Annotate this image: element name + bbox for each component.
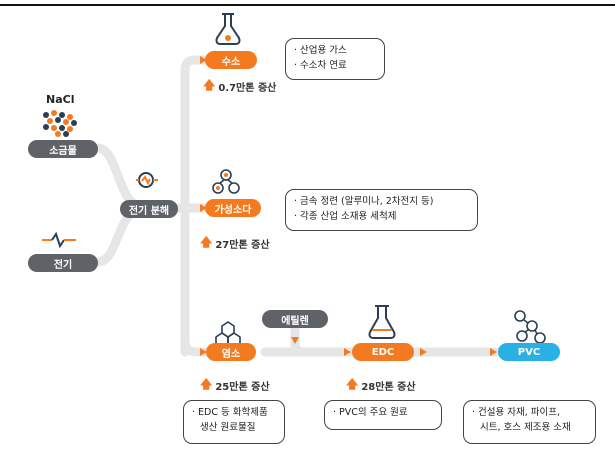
chlorine-increase: 🡅25만톤 증산 bbox=[200, 375, 270, 396]
up-arrow-icon: 🡅 bbox=[200, 235, 213, 249]
arrow-from-edc bbox=[420, 348, 427, 356]
flow-salt-to-electrolysis bbox=[93, 143, 145, 210]
pvc-pill: PVC bbox=[498, 343, 560, 361]
arrow-to-edc bbox=[344, 348, 351, 356]
up-arrow-icon: 🡅 bbox=[346, 377, 359, 391]
arrow-ethylene bbox=[291, 337, 299, 344]
hydrogen-uses-note: · 산업용 가스 · 수소차 연료 bbox=[285, 38, 385, 80]
edc-uses-note: · PVC의 주요 원료 bbox=[324, 400, 442, 430]
molecule-icon-caustic bbox=[212, 169, 240, 194]
electricity-pill: 전기 bbox=[28, 254, 98, 272]
edc-use-1: · PVC의 주요 원료 bbox=[333, 407, 408, 418]
ethylene-pill: 에틸렌 bbox=[262, 310, 328, 328]
chlorine-use-2: 생산 원료물질 bbox=[200, 422, 256, 433]
salt-water-pill: 소금물 bbox=[28, 140, 98, 158]
flow-ethylene-to-edc bbox=[290, 321, 310, 357]
caustic-use-1: · 금속 정련 (알루미나, 2차전지 등) bbox=[294, 196, 434, 207]
flow-lines bbox=[93, 55, 505, 357]
caustic-soda-pill: 가성소다 bbox=[205, 199, 261, 217]
pvc-use-1: · 건설용 자재, 파이프, bbox=[472, 407, 561, 418]
flask-icon-hydrogen bbox=[215, 13, 241, 45]
nacl-formula: NaCl bbox=[46, 93, 75, 106]
hydrogen-use-2: · 수소차 연료 bbox=[294, 60, 347, 71]
arrow-hydrogen bbox=[200, 56, 207, 64]
lightning-icon bbox=[42, 231, 76, 249]
hydrogen-pill: 수소 bbox=[205, 51, 257, 69]
electrolysis-pill: 전기 분해 bbox=[120, 200, 178, 218]
chlorine-use-1: · EDC 등 화학제품 bbox=[192, 407, 268, 418]
edc-pill: EDC bbox=[352, 343, 414, 361]
chlorine-uses-note: · EDC 등 화학제품 생산 원료물질 bbox=[183, 400, 285, 444]
nacl-molecule-icon bbox=[43, 110, 77, 137]
arrow-chlorine bbox=[200, 348, 207, 356]
hydrogen-use-1: · 산업용 가스 bbox=[294, 45, 347, 56]
hydrogen-increase: 🡅0.7만톤 증산 bbox=[203, 76, 276, 97]
up-arrow-icon: 🡅 bbox=[203, 78, 216, 92]
up-arrow-icon: 🡅 bbox=[200, 377, 213, 391]
flask-icon-edc bbox=[368, 305, 396, 339]
chlorine-pill: 염소 bbox=[206, 343, 256, 361]
arrow-caustic bbox=[200, 204, 207, 212]
pvc-use-2: 시트, 호스 제조용 소재 bbox=[480, 422, 571, 433]
molecule-icon-pvc bbox=[514, 310, 546, 344]
arrowheads bbox=[200, 56, 497, 356]
flow-trunk-to-chlorine bbox=[180, 335, 210, 357]
caustic-soda-uses-note: · 금속 정련 (알루미나, 2차전지 등) · 각종 산업 소재용 세척제 bbox=[285, 189, 478, 231]
arrow-to-pvc bbox=[490, 348, 497, 356]
flow-trunk-to-hydrogen bbox=[180, 55, 210, 357]
caustic-soda-increase: 🡅27만톤 증산 bbox=[200, 233, 270, 254]
pvc-uses-note: · 건설용 자재, 파이프, 시트, 호스 제조용 소재 bbox=[463, 400, 596, 444]
caustic-use-2: · 각종 산업 소재용 세척제 bbox=[294, 211, 397, 222]
edc-increase: 🡅28만톤 증산 bbox=[346, 375, 416, 396]
electrolysis-icon bbox=[136, 172, 158, 188]
